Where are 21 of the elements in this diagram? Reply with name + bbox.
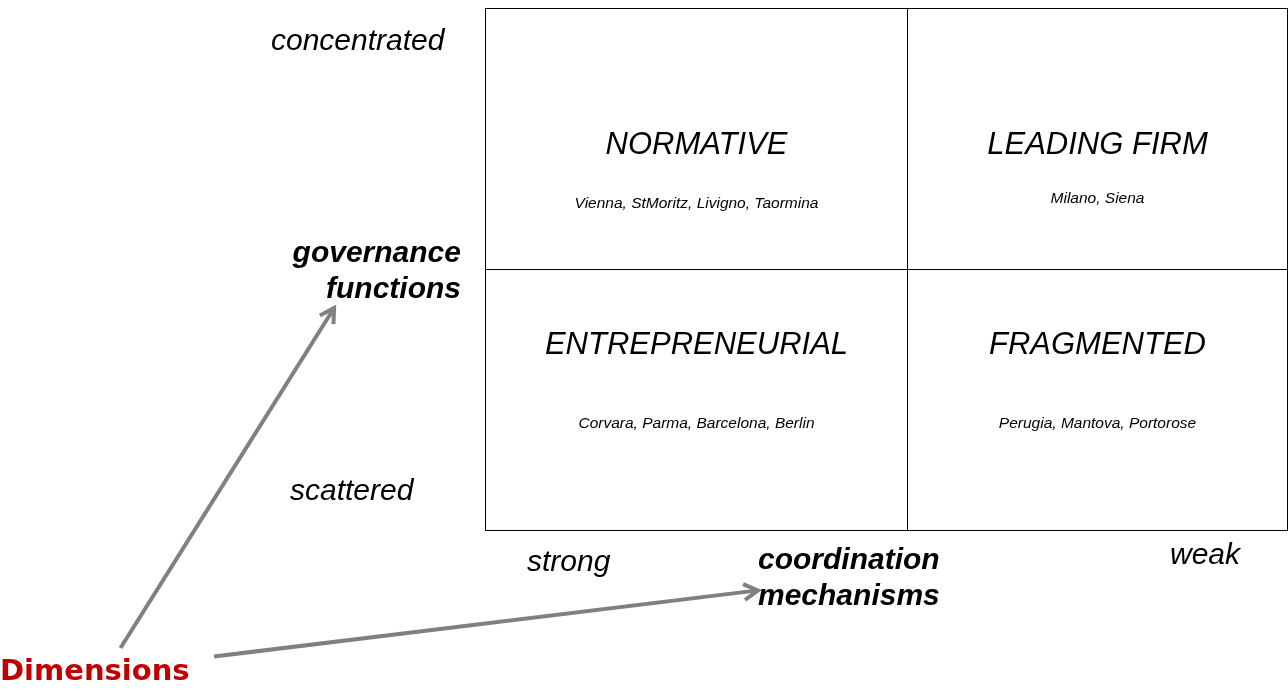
- scale-label: weak: [1170, 537, 1241, 571]
- quadrant-cell: [907, 269, 1288, 531]
- quadrant-cell: [907, 8, 1288, 270]
- quadrant-cell: [485, 269, 908, 531]
- example-list: Corvara, Parma, Barcelona, Berlin: [486, 414, 907, 432]
- scale-label: concentrated: [271, 23, 445, 57]
- quadrant-cell: [485, 8, 908, 270]
- example-list: Perugia, Mantova, Portorose: [908, 414, 1287, 432]
- scale-label: strong: [527, 544, 611, 578]
- quadrant-title: FRAGMENTED: [988, 326, 1207, 362]
- example-list: Milano, Siena: [908, 189, 1287, 207]
- axis-title: coordination mechanisms: [758, 538, 978, 616]
- axis-title: governance functions: [255, 232, 461, 308]
- arrow: [118, 306, 337, 650]
- quadrant-title: NORMATIVE: [604, 126, 789, 162]
- quadrant-title: ENTREPRENEURIAL: [543, 326, 850, 362]
- scale-label: scattered: [290, 473, 414, 507]
- example-list: Vienna, StMoritz, Livigno, Taormina: [486, 194, 907, 212]
- dimensions-label: Dimensions: [0, 648, 214, 691]
- quadrant-title: LEADING FIRM: [986, 126, 1209, 162]
- arrow: [213, 582, 760, 659]
